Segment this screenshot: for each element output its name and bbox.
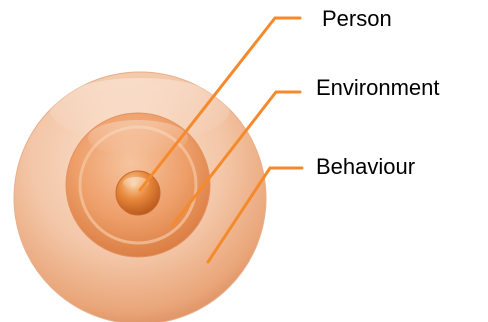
environment-label: Environment — [316, 77, 440, 99]
person-core — [116, 171, 160, 215]
behaviour-label: Behaviour — [316, 156, 415, 178]
person-label: Person — [322, 8, 392, 30]
